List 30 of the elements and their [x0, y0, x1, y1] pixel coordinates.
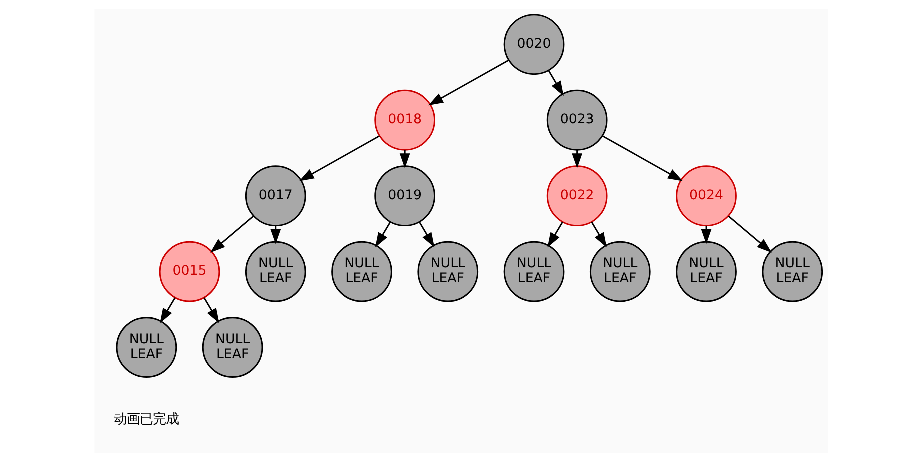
arrow — [298, 135, 380, 181]
arrow — [590, 221, 606, 248]
node-circle: NULL LEAF — [676, 240, 736, 302]
node-circle: 0017 — [244, 165, 306, 226]
arrow — [728, 215, 772, 252]
arrow — [547, 221, 563, 248]
node-circle: 0024 — [676, 165, 736, 226]
node-circle: 0020 — [503, 14, 564, 75]
node-circle: 0018 — [374, 89, 436, 150]
arrow — [203, 297, 219, 323]
arrow — [374, 221, 391, 248]
node-circle: NULL LEAF — [503, 240, 564, 302]
arrow — [160, 297, 176, 323]
node-circle: NULL LEAF — [762, 240, 823, 302]
node-circle: NULL LEAF — [202, 316, 263, 378]
node-circle: NULL LEAF — [417, 240, 478, 302]
node-circle: 0015 — [158, 240, 220, 302]
label: 动画已完成 — [114, 412, 179, 428]
node-circle: NULL LEAF — [116, 316, 177, 378]
arrow — [548, 70, 564, 96]
node-circle: NULL LEAF — [244, 240, 306, 302]
arrow — [602, 135, 682, 181]
node-circle: 0023 — [546, 89, 608, 150]
arrow — [418, 221, 434, 248]
arrow — [428, 59, 509, 106]
node-circle: 0019 — [374, 165, 436, 226]
node-circle: 0022 — [546, 165, 608, 226]
arrow — [210, 215, 254, 252]
node-circle: NULL LEAF — [589, 240, 650, 302]
node-circle: NULL LEAF — [331, 240, 392, 302]
